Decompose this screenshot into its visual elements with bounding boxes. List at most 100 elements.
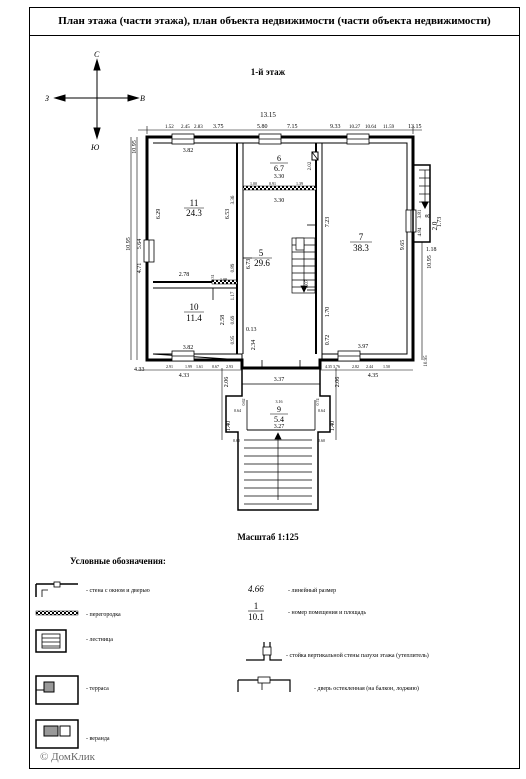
compass [53, 58, 140, 140]
dim-text: 2.83 [194, 125, 203, 130]
dim-text: 3.82 [183, 345, 194, 351]
page-title: План этажа (части этажа), план объекта н… [58, 15, 491, 27]
legend-veranda-icon [35, 719, 79, 749]
dim-text: 2.45 [181, 125, 190, 130]
dim-text: 5.64 [137, 239, 143, 250]
dim-text: 1.99 [185, 364, 192, 369]
dim-text: 11.59 [383, 125, 395, 130]
dim-text: 2.91 [166, 364, 173, 369]
windows [143, 133, 417, 362]
room-area: 2.0 [431, 221, 439, 230]
dim-text: 2.06 [224, 377, 230, 388]
dim-text: 0.31 [210, 275, 215, 282]
dim-text: 0.74 [315, 399, 320, 406]
dim-text: 1.70 [325, 307, 331, 318]
compass-east: В [140, 94, 145, 103]
dim-text: 0.64 [234, 408, 241, 413]
partition-6-5 [242, 185, 317, 191]
room-number: 7 [359, 232, 364, 242]
dim-text: 0.69 [231, 315, 236, 324]
dim-text: 0.67 [212, 364, 219, 369]
dim-text: 7.23 [325, 217, 331, 228]
dim-text: 6.29 [156, 209, 162, 220]
dim-text: 9.65 [400, 240, 406, 251]
dim-text: 1.08 [220, 277, 227, 282]
dim-text: 2.82 [352, 364, 359, 369]
doors [212, 224, 316, 368]
dim-text: 2.44 [366, 364, 373, 369]
room-number: 5 [259, 248, 264, 258]
floor-label: 1-й этаж [251, 67, 286, 77]
dim-text: 3.30 [274, 198, 285, 204]
room-number: 9 [277, 405, 281, 414]
dim-text: 3.36 [231, 195, 236, 204]
dim-text: 9.33 [330, 124, 341, 130]
legend-label: - терраса [86, 686, 109, 692]
dim-text: 5.80 [257, 124, 268, 130]
dim-text: 4.33 [179, 373, 190, 379]
room-9-outline [225, 368, 331, 511]
dim-text: 0.60 [233, 438, 240, 443]
dim-text: 13.15 [408, 124, 422, 130]
dim-text: 10.95 [126, 237, 132, 251]
legend-label: - лестница [86, 637, 113, 643]
dim-text: 4.33 [134, 367, 145, 373]
room-area: 5.4 [274, 415, 284, 424]
dim-text: 2.78 [179, 272, 190, 278]
dim-text: 10.27 [349, 125, 361, 130]
dim-text: 13.15 [260, 111, 276, 119]
dim-text: 0.95 [231, 335, 236, 344]
dim-text: 3.97 [358, 344, 369, 350]
compass-west: З [45, 94, 49, 103]
legend-glazed-door-icon [237, 676, 291, 692]
dim-text: 6.53 [225, 209, 231, 220]
legend-room-area-sample: 10.1 [248, 612, 264, 622]
dim-text: 0.72 [325, 335, 331, 346]
dim-text: 1.00 [250, 181, 257, 186]
dim-text: 3.82 [183, 148, 194, 154]
dim-text: 10.64 [365, 125, 377, 130]
dim-text: 1.18 [426, 247, 437, 253]
scale-label: Масштаб 1:125 [237, 532, 299, 542]
legend-room-num-sample: 1 [254, 601, 259, 611]
dim-text: 1.17 [231, 291, 236, 300]
legend-linear-sample: 4.66 [248, 584, 264, 594]
dim-text: 4.35 3.76 [325, 364, 340, 369]
dim-text: 1.50 [383, 364, 390, 369]
dim-text: 1.40 [226, 421, 232, 432]
room-area: 24.3 [186, 208, 202, 218]
dim-text: 1.52 [165, 125, 174, 130]
dim-text: 3.16 [276, 399, 283, 404]
room-area: 11.4 [186, 313, 202, 323]
dim-text: 1.61 [196, 364, 203, 369]
dim-text: 0.89 [231, 263, 236, 272]
legend-label: - перегородка [86, 612, 121, 618]
room-number: 10 [190, 302, 200, 312]
dim-text: 10.95 [424, 355, 429, 367]
legend-label: - линейный размер [288, 587, 336, 594]
dim-text: 3.75 [213, 124, 224, 130]
dimension-lines [130, 126, 423, 440]
legend-post-icon [246, 642, 282, 661]
dim-text: 2.34 [251, 340, 257, 351]
dim-text: 4.35 [368, 373, 379, 379]
inner-stairs-icon [291, 237, 316, 294]
dim-text: 0.13 [246, 327, 257, 333]
room-number: 11 [190, 198, 199, 208]
dimension-texts: 13.15 1.52 2.45 2.83 3.75 5.80 7.15 9.33… [126, 111, 443, 443]
legend-label: - стена с окном и дверью [86, 588, 150, 594]
room-area: 38.3 [353, 243, 369, 253]
legend-label: - веранда [86, 736, 110, 742]
compass-north: С [94, 50, 100, 59]
watermark: © ДомКлик [40, 751, 96, 763]
room-number: 8 [424, 214, 432, 218]
porch-stairs-icon [244, 432, 312, 505]
dim-text: 3.30 [274, 174, 285, 180]
dim-text: 1.39 [296, 181, 303, 186]
legend-title: Условные обозначения: [70, 556, 166, 566]
dim-text: 0.91 [269, 181, 276, 186]
dim-text: 0.62 [241, 399, 246, 406]
dim-text: 10.95 [132, 140, 138, 154]
dim-text: 1.40 [330, 421, 336, 432]
title-box: План этажа (части этажа), план объекта н… [29, 7, 520, 36]
